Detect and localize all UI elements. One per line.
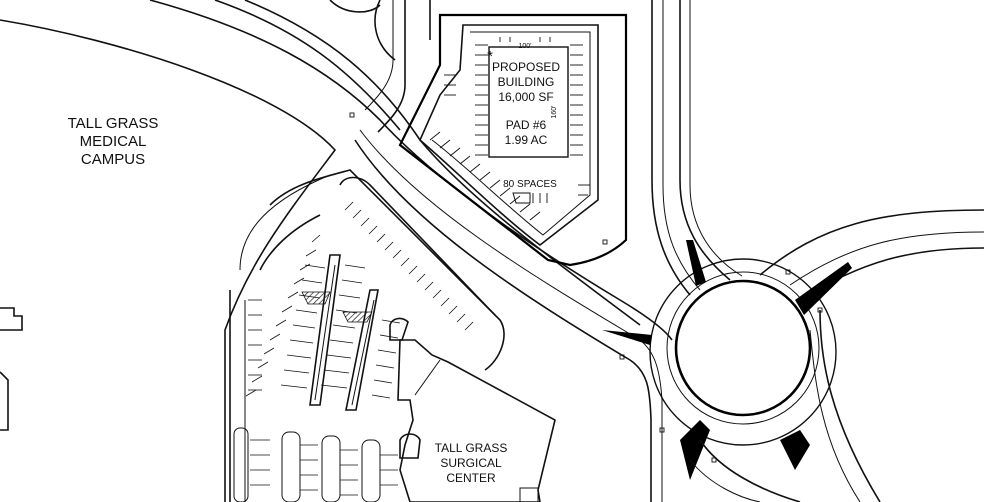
campus-label: TALL GRASS MEDICAL CAMPUS xyxy=(68,115,159,168)
building-label: PROPOSED BUILDING 16,000 SF PAD #6 1.99 … xyxy=(487,43,560,190)
roundabout xyxy=(602,240,852,480)
dimension-top-label: 100' xyxy=(518,43,531,50)
pad-parking xyxy=(429,37,590,221)
north-road xyxy=(651,0,743,296)
campus-label-line-3: CAMPUS xyxy=(81,151,145,168)
surgical-label: TALL GRASS SURGICAL CENTER xyxy=(435,441,508,485)
utility-marks xyxy=(349,112,823,463)
campus-label-line-2: MEDICAL xyxy=(80,133,147,150)
surgical-label-line-2: SURGICAL xyxy=(440,456,502,470)
north-access xyxy=(329,0,431,133)
pad-label-line-2: 1.99 AC xyxy=(505,133,548,147)
east-road xyxy=(759,209,984,502)
proposed-building-footprint xyxy=(488,46,569,158)
surgical-center-building xyxy=(397,339,556,502)
parking-count-label: 80 SPACES xyxy=(503,179,557,190)
asterisk-marker: * xyxy=(487,48,493,65)
dimension-side-label: 160' xyxy=(551,105,558,118)
campus-parking-stalls xyxy=(245,201,474,397)
building-label-line-3: 16,000 SF xyxy=(498,90,553,104)
south-road xyxy=(689,439,801,502)
surgical-label-line-3: CENTER xyxy=(446,471,496,485)
medical-campus-parking xyxy=(229,169,505,502)
campus-label-line-1: TALL GRASS xyxy=(68,115,159,132)
south-parking-rows xyxy=(233,427,398,502)
pad-label-line-1: PAD #6 xyxy=(506,118,547,132)
medical-campus-boundary xyxy=(0,19,337,502)
surgical-label-line-1: TALL GRASS xyxy=(435,441,508,455)
building-label-line-2: BUILDING xyxy=(498,75,555,89)
pad-6-boundary xyxy=(398,13,628,267)
building-label-line-1: PROPOSED xyxy=(492,60,560,74)
west-building-fragment xyxy=(0,307,23,431)
